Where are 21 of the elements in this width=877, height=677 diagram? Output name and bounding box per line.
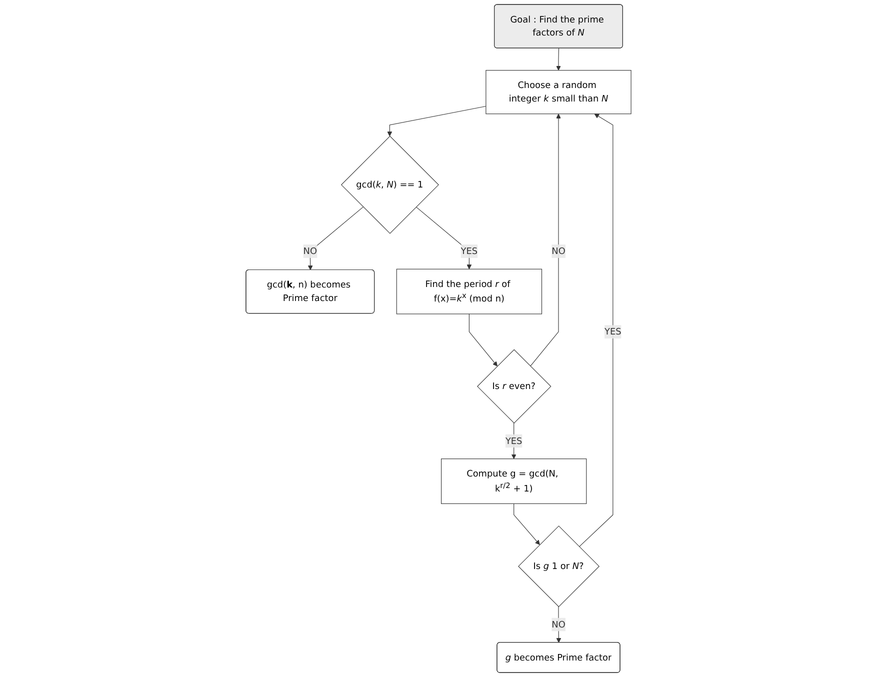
node-diamond: gcd(k, N) == 1 [340,136,439,234]
arrow [556,48,561,71]
arrow [416,206,472,270]
arrow [556,606,562,643]
node-box: Find the period r of f(x)=k$^{x}$ (mod n) [396,268,542,314]
edge-label: NO [552,618,566,630]
arrow [530,114,561,366]
edge-label: YES [460,246,478,256]
arrow [308,206,364,270]
node-box: Choose a random integer k small than N [486,70,632,114]
arrow [387,106,486,136]
edge-label: NO [303,246,317,256]
edge-label: YES [604,326,622,337]
arrow [578,114,614,547]
arrow [514,503,540,545]
edge-label: YES [505,435,522,446]
edge-label: NO [552,246,566,256]
arrow [468,314,498,366]
node-diamond: Is g 1 or N? [518,526,600,608]
node-box: Compute g = gcd(N, k$^{r/2}$ + 1) [441,458,587,504]
node-diamond: Is r even? [477,349,552,424]
